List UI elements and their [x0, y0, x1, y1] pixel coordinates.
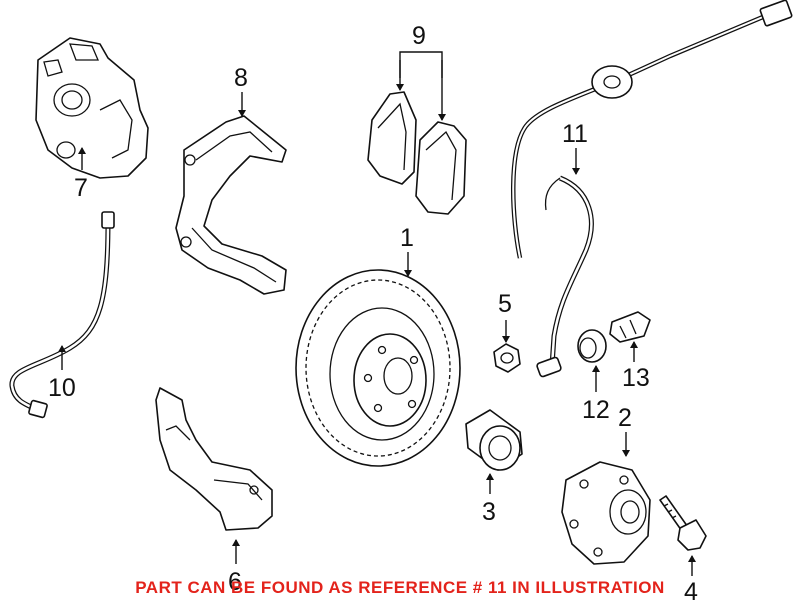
- callout-3: 3: [482, 498, 496, 526]
- footer-note: PART CAN BE FOUND AS REFERENCE # 11 IN I…: [135, 578, 665, 597]
- callout-4: 4: [684, 578, 698, 603]
- leader-lines: [58, 51, 696, 576]
- wheel-hub: [561, 461, 651, 565]
- abs-sensor-wire: [511, 0, 793, 378]
- bolt: [659, 495, 707, 551]
- leader-9: [399, 51, 443, 78]
- callout-12: 12: [582, 396, 610, 424]
- brake-rotor: [295, 269, 461, 467]
- callout-11: 11: [562, 120, 588, 148]
- callout-7: 7: [74, 174, 88, 202]
- brake-hose: [9, 211, 115, 419]
- brake-pads: [367, 91, 467, 215]
- callout-8: 8: [234, 64, 248, 92]
- callout-1: 1: [400, 224, 414, 252]
- wheel-bearing: [465, 409, 523, 471]
- clip: [609, 311, 651, 343]
- callout-13: 13: [622, 364, 650, 392]
- callout-9: 9: [412, 22, 426, 50]
- seal-ring: [577, 329, 607, 363]
- caliper-bracket: [175, 115, 287, 295]
- callout-5: 5: [498, 290, 512, 318]
- callout-10: 10: [48, 374, 76, 402]
- nut: [493, 343, 521, 373]
- brake-caliper: [35, 37, 149, 179]
- callout-2: 2: [618, 404, 632, 432]
- callout-6: 6: [228, 568, 242, 596]
- splash-shield: [155, 387, 273, 531]
